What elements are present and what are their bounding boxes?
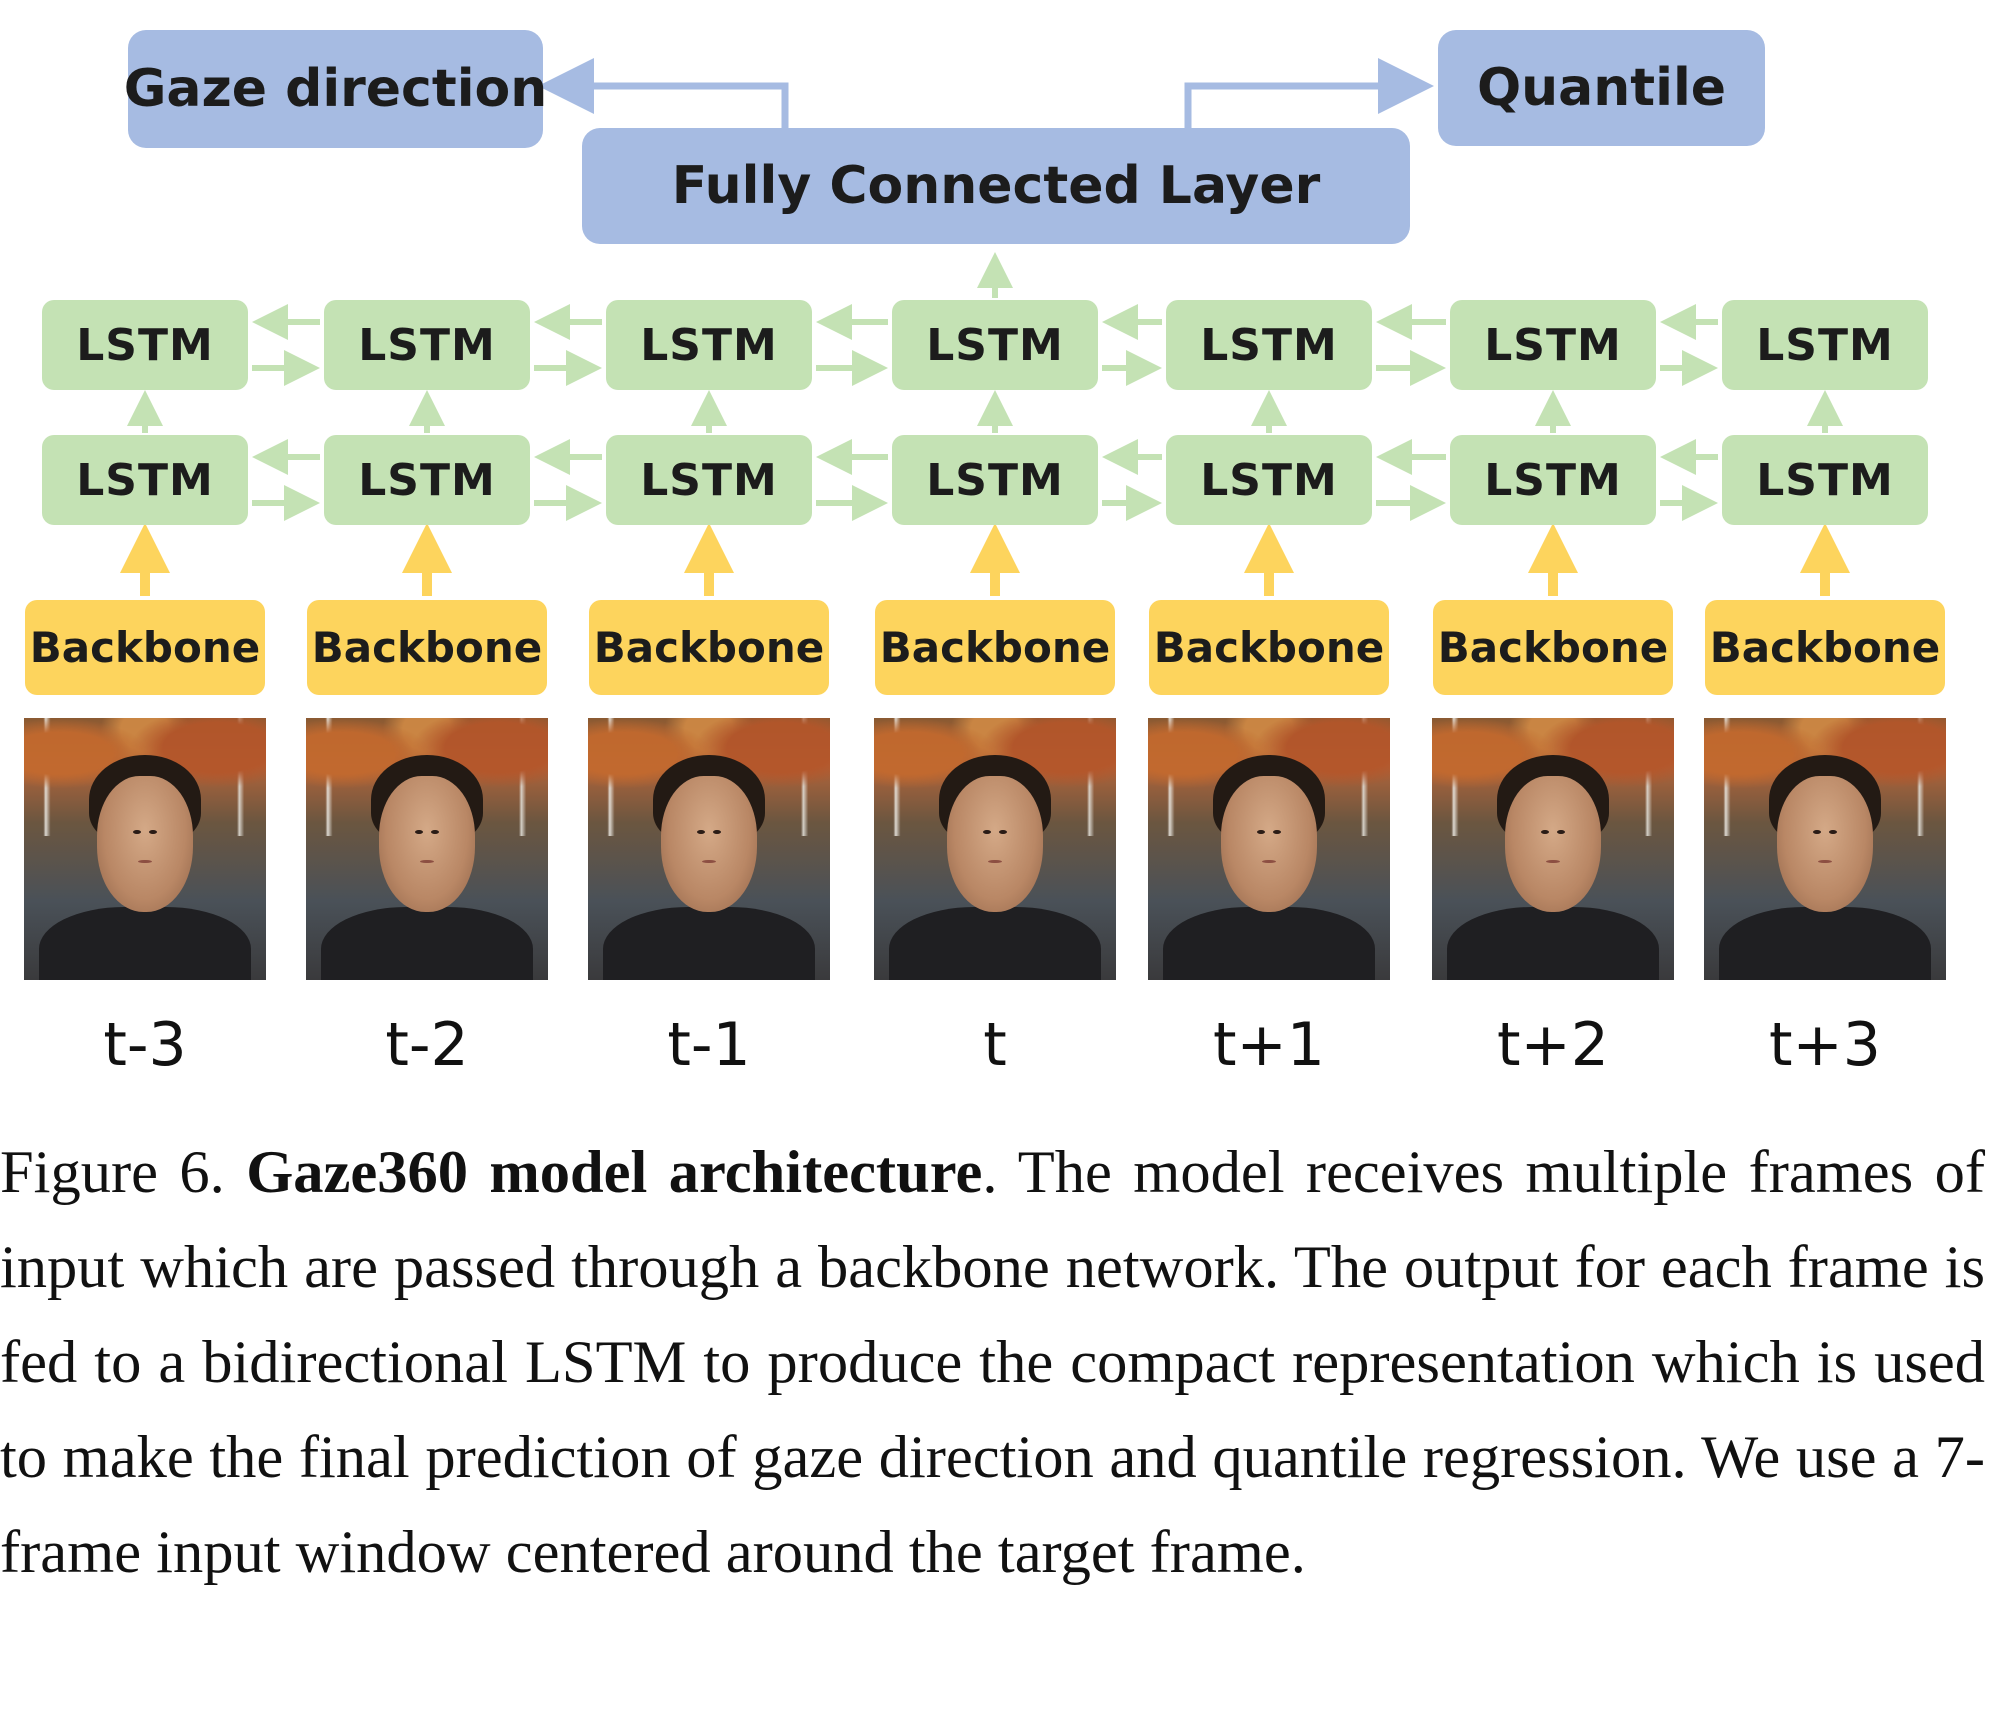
lstm-cell-upper: LSTM: [606, 300, 812, 390]
backbone-box: Backbone: [875, 600, 1115, 695]
figure-caption: Figure 6. Gaze360 model architecture. Th…: [0, 1125, 1985, 1600]
lstm-label: LSTM: [1200, 454, 1338, 506]
quantile-label: Quantile: [1476, 58, 1727, 118]
gaze-direction-label: Gaze direction: [123, 59, 548, 119]
backbone-box: Backbone: [589, 600, 829, 695]
lstm-cell-upper: LSTM: [1166, 300, 1372, 390]
lstm-label: LSTM: [358, 319, 496, 371]
lstm-cell-upper: LSTM: [1450, 300, 1656, 390]
backbone-label: Backbone: [1153, 623, 1385, 672]
lstm-label: LSTM: [926, 319, 1064, 371]
arrow-fc-to-quantile: [1184, 58, 1434, 128]
caption-text: . The model receives multiple frames of …: [0, 1139, 1985, 1586]
lstm-cell-upper: LSTM: [1722, 300, 1928, 390]
time-step-label: t+1: [1213, 1010, 1325, 1080]
backbone-arrows: [120, 523, 1850, 596]
fully-connected-layer-label: Fully Connected Layer: [671, 156, 1321, 216]
backbone-box: Backbone: [1705, 600, 1945, 695]
time-step-label: t: [983, 1010, 1007, 1080]
fully-connected-layer-box: Fully Connected Layer: [582, 128, 1410, 244]
face-frame-image: [874, 718, 1116, 980]
lstm-cell-upper: LSTM: [892, 300, 1098, 390]
face-frame-image: [588, 718, 830, 980]
time-step-label: t-3: [103, 1010, 187, 1080]
lstm-label: LSTM: [358, 454, 496, 506]
arrow-fc-to-gaze: [538, 58, 789, 128]
lstm-label: LSTM: [1756, 454, 1894, 506]
backbone-label: Backbone: [1437, 623, 1669, 672]
lstm-label: LSTM: [1484, 319, 1622, 371]
arrows-layer: [120, 58, 1850, 596]
lstm-cell-lower: LSTM: [1450, 435, 1656, 525]
face-frame-image: [1148, 718, 1390, 980]
lstm-cell-lower: LSTM: [892, 435, 1098, 525]
backbone-label: Backbone: [593, 623, 825, 672]
face-frame-image: [24, 718, 266, 980]
time-step-label: t-1: [667, 1010, 751, 1080]
lstm-cell-upper: LSTM: [324, 300, 530, 390]
gaze-direction-box: Gaze direction: [124, 30, 547, 148]
backbone-box: Backbone: [25, 600, 265, 695]
lstm-label: LSTM: [76, 454, 214, 506]
lstm-label: LSTM: [1756, 319, 1894, 371]
lstm-label: LSTM: [640, 454, 778, 506]
lstm-cell-lower: LSTM: [42, 435, 248, 525]
time-step-label: t+2: [1497, 1010, 1609, 1080]
backbone-label: Backbone: [879, 623, 1111, 672]
lstm-label: LSTM: [1200, 319, 1338, 371]
caption-prefix: Figure 6.: [0, 1139, 247, 1206]
backbone-label: Backbone: [1709, 623, 1941, 672]
caption-title: Gaze360 model architecture: [246, 1139, 983, 1206]
backbone-box: Backbone: [307, 600, 547, 695]
lstm-label: LSTM: [640, 319, 778, 371]
backbone-box: Backbone: [1149, 600, 1389, 695]
face-frame-image: [1704, 718, 1946, 980]
face-frame-image: [306, 718, 548, 980]
lstm-cell-lower: LSTM: [1722, 435, 1928, 525]
lstm-cell-lower: LSTM: [606, 435, 812, 525]
lstm-label: LSTM: [76, 319, 214, 371]
face-frame-image: [1432, 718, 1674, 980]
lstm-arrows: [127, 252, 1843, 521]
backbone-box: Backbone: [1433, 600, 1673, 695]
backbone-label: Backbone: [311, 623, 543, 672]
lstm-cell-lower: LSTM: [324, 435, 530, 525]
lstm-cell-lower: LSTM: [1166, 435, 1372, 525]
lstm-label: LSTM: [1484, 454, 1622, 506]
lstm-cell-upper: LSTM: [42, 300, 248, 390]
backbone-label: Backbone: [29, 623, 261, 672]
time-step-label: t+3: [1769, 1010, 1881, 1080]
lstm-label: LSTM: [926, 454, 1064, 506]
quantile-box: Quantile: [1438, 30, 1765, 146]
time-step-label: t-2: [385, 1010, 469, 1080]
